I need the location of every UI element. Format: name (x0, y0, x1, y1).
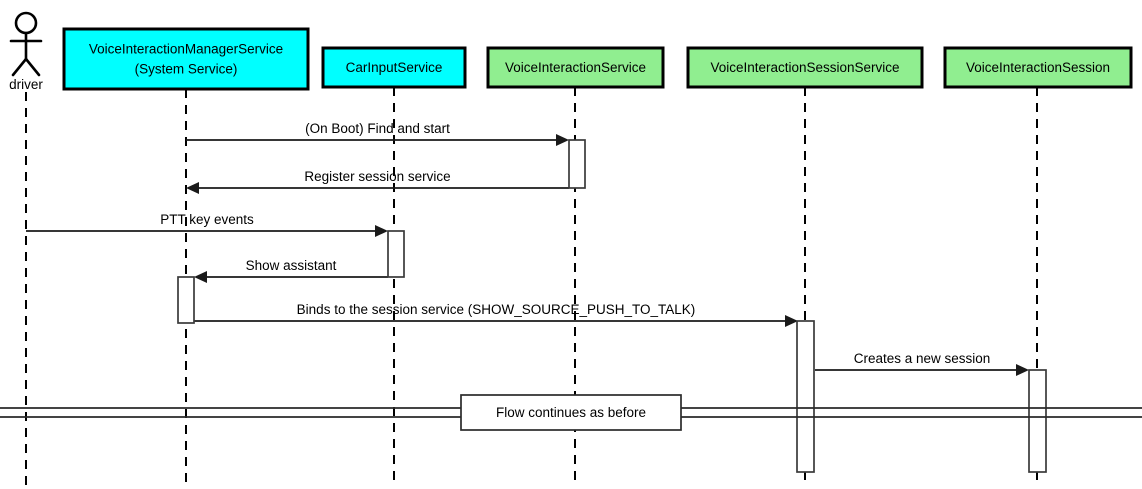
message-m5[interactable]: Binds to the session service (SHOW_SOURC… (194, 302, 798, 327)
participant-label-vis: VoiceInteractionService (505, 60, 646, 75)
participant-label-vsession: VoiceInteractionSession (966, 60, 1110, 75)
activations-layer (177, 139, 1047, 473)
participant-viss[interactable]: VoiceInteractionSessionService (686, 46, 924, 89)
message-arrowhead-m3 (375, 225, 388, 237)
message-label-m5: Binds to the session service (SHOW_SOURC… (297, 302, 696, 317)
message-label-m2: Register session service (304, 169, 450, 184)
message-label-m6: Creates a new session (854, 351, 991, 366)
message-m1[interactable]: (On Boot) Find and start (186, 121, 569, 146)
participant-label-viss: VoiceInteractionSessionService (710, 60, 899, 75)
participant-carinput[interactable]: CarInputService (321, 46, 467, 89)
actor-head-icon (14, 11, 38, 35)
participant-label-vims: VoiceInteractionManagerService (89, 42, 283, 57)
message-m4[interactable]: Show assistant (194, 258, 388, 283)
participant-box-vis[interactable] (486, 46, 665, 89)
participant-box-vsession[interactable] (943, 46, 1133, 89)
participant-box-viss[interactable] (686, 46, 924, 89)
actor-label: driver (9, 77, 43, 92)
message-arrowhead-m5 (785, 315, 798, 327)
actor-layer: driver (9, 11, 43, 92)
delay-box[interactable] (460, 394, 682, 431)
message-label-m1: (On Boot) Find and start (305, 121, 450, 136)
participant-vis[interactable]: VoiceInteractionService (486, 46, 665, 89)
message-m2[interactable]: Register session service (186, 169, 569, 194)
activation-bar-vis (568, 139, 586, 189)
participant-box-carinput[interactable] (321, 46, 467, 89)
message-arrowhead-m1 (556, 134, 569, 146)
actor-driver[interactable]: driver (9, 11, 43, 92)
message-m6[interactable]: Creates a new session (815, 351, 1029, 376)
actor-leg-left-icon (11, 57, 28, 77)
actor-leg-right-icon (24, 57, 41, 77)
message-arrowhead-m6 (1016, 364, 1029, 376)
message-label-m3: PTT key events (160, 212, 254, 227)
participant-box-vims[interactable] (62, 27, 310, 91)
participant-vims[interactable]: VoiceInteractionManagerService (System Se… (62, 27, 310, 91)
participant-vsession[interactable]: VoiceInteractionSession (943, 46, 1133, 89)
activation-bar-vims (177, 276, 195, 324)
message-label-m4: Show assistant (246, 258, 337, 273)
activation-bar-vsession (1028, 369, 1047, 473)
participant-boxes-layer: VoiceInteractionManagerService (System Se… (62, 27, 1133, 91)
delay-label: Flow continues as before (496, 405, 646, 420)
delay-separator: Flow continues as before (0, 394, 1142, 431)
message-arrowhead-m4 (194, 271, 207, 283)
activation-bar-viss (796, 320, 815, 473)
participant-label-carinput: CarInputService (346, 60, 443, 75)
participant-sublabel-vims: (System Service) (135, 62, 238, 77)
delay-layer: Flow continues as before (0, 394, 1142, 431)
activation-bar-carinput (387, 230, 405, 278)
message-arrowhead-m2 (186, 182, 199, 194)
message-m3[interactable]: PTT key events (26, 212, 388, 237)
